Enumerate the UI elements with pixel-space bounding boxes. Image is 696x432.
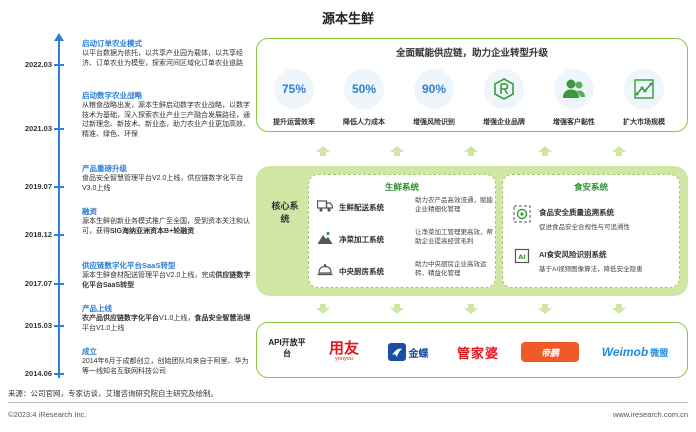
- metric-value: 75%: [274, 69, 314, 109]
- up-arrow-icon: [538, 146, 552, 156]
- core-systems-label: 核心系统: [271, 201, 299, 224]
- metric-label: 增强企业品牌: [483, 119, 525, 126]
- timeline-heading: 产品上线: [82, 304, 112, 313]
- system-description: 促进食品安全合规性与可追溯性: [539, 224, 630, 231]
- system-name: 食品安全质量追溯系统: [539, 208, 614, 217]
- benefits-box: 全面赋能供应链，助力企业转型升级 75% 提升运营效率 50% 降低人力成本 9…: [256, 38, 688, 132]
- system-description: 让净菜加工管理更高效，帮助企业提高经营毛利: [415, 229, 493, 245]
- kingdee-mark-icon: [387, 343, 406, 361]
- metric-value: 50%: [344, 69, 384, 109]
- timeline-heading: 融资: [82, 207, 97, 216]
- metric-label: 增强客户黏性: [553, 119, 595, 126]
- timeline-axis: [58, 40, 60, 378]
- metric-item: 50% 降低人力成本: [333, 69, 395, 127]
- timeline-heading: 产品重磅升级: [82, 164, 127, 173]
- metric-label: 提升运营效率: [273, 119, 315, 126]
- timeline-tick: [54, 64, 64, 66]
- metric-item: 75% 提升运营效率: [263, 69, 325, 127]
- metric-label: 增强风险识别: [413, 119, 455, 126]
- timeline-description: 以平台数据为依托，以共享产业园为载体，以共享经济、订单农业为模型，探索河间区域化…: [82, 50, 243, 67]
- down-arrow-icon: [538, 304, 552, 314]
- growth-chart-icon: [634, 79, 654, 99]
- website-link[interactable]: www.iresearch.com.cn: [612, 410, 688, 419]
- core-systems-box: 核心系统 生鲜系统 生鲜配送系统 助力农产品高效流通，赋能企业精细化管理 净菜加…: [256, 166, 688, 296]
- timeline-heading: 启动订单农业模式: [82, 39, 142, 48]
- users-icon: [563, 79, 585, 98]
- down-arrow-icon: [612, 304, 626, 314]
- up-arrow-icon: [316, 146, 330, 156]
- timeline-tick: [54, 128, 64, 130]
- timeline-description: 从粮食战略出发，源本生鲜启动数字农业战略，以数字技术为基础，深入探索农业产业三产…: [82, 102, 250, 138]
- up-arrow-icon: [612, 146, 626, 156]
- timeline-year: 2015.03: [24, 321, 52, 330]
- timeline-tick: [54, 186, 64, 188]
- timeline-year: 2014.06: [24, 369, 52, 378]
- timeline-tick: [54, 373, 64, 375]
- metric-value: 90%: [414, 69, 454, 109]
- system-row: 中央厨房系统 助力中央厨房企业高效运转、精益化管理: [317, 259, 493, 283]
- processing-mountain-icon: [317, 231, 333, 244]
- metric-item: 扩大市场规模: [613, 69, 675, 127]
- system-description: 助力中央厨房企业高效运转、精益化管理: [415, 261, 487, 277]
- food-safety-panel: 食安系统 食品安全质量追溯系统 促进食品安全合规性与可追溯性 AI AI食安风险…: [502, 174, 680, 288]
- timeline-year: 2018.12: [24, 230, 52, 239]
- fresh-system-panel: 生鲜系统 生鲜配送系统 助力农产品高效流通，赋能企业精细化管理 净菜加工系统 让…: [308, 174, 496, 288]
- fresh-system-title: 生鲜系统: [384, 182, 419, 192]
- timeline-year: 2021.03: [24, 124, 52, 133]
- system-description: 基于AI视频图像算法，降低安全隐患: [539, 266, 643, 273]
- system-row: 净菜加工系统 让净菜加工管理更高效，帮助企业提高经营毛利: [317, 227, 493, 251]
- timeline-year: 2019.07: [24, 182, 52, 191]
- metric-item: 90% 增强风险识别: [403, 69, 465, 127]
- system-name: 净菜加工系统: [339, 235, 384, 244]
- trace-target-icon: [513, 205, 531, 223]
- metric-item: 增强客户黏性: [543, 69, 605, 127]
- page-title: 源本生鲜: [321, 11, 374, 26]
- guanjiapo-logo: 管家婆: [456, 345, 499, 361]
- kingdee-logo: 金蝶: [379, 341, 437, 363]
- down-arrow-icon: [390, 304, 404, 314]
- down-arrow-icon: [464, 304, 478, 314]
- timeline-description: 食品安全智慧管理平台V2.0上线，供应链数字化平台V3.0上线: [82, 175, 244, 192]
- up-arrow-icon: [464, 146, 478, 156]
- timeline-description: 农产品供应链数字化平台V1.0上线，食品安全智慧治理平台V1.0上线: [82, 315, 251, 332]
- delivery-truck-icon: [317, 200, 333, 212]
- metric-item: 增强企业品牌: [473, 69, 535, 127]
- svg-text:AI: AI: [518, 253, 525, 261]
- timeline-tick: [54, 283, 64, 285]
- system-name: AI食安风险识别系统: [539, 250, 607, 259]
- metric-label: 扩大市场规模: [623, 119, 665, 126]
- timeline-year: 2017.07: [24, 279, 52, 288]
- cloche-icon: [317, 264, 333, 276]
- timeline-tick: [54, 325, 64, 327]
- registered-brand-icon: [494, 78, 514, 100]
- timeline-tick: [54, 234, 64, 236]
- system-name: 中央厨房系统: [339, 267, 384, 276]
- system-name: 生鲜配送系统: [339, 203, 384, 212]
- api-platform-label: API开放平台: [268, 338, 306, 358]
- system-description: 助力农产品高效流通，赋能企业精细化管理: [415, 197, 493, 213]
- timeline-heading: 供应链数字化平台SaaS转型: [82, 261, 176, 270]
- timeline-description: 源本生鲜食材配送管理平台V2.0上线，完成供应链数字化平台SaaS转型: [82, 272, 251, 289]
- timeline-description: 源本生鲜创新业务模式推广至全国，受到资本关注和认可，获得SIG海纳亚洲资本B+轮…: [82, 218, 250, 235]
- yonyou-logo: 用友 yonyou: [328, 339, 359, 363]
- food-safety-title: 食安系统: [573, 182, 608, 192]
- ai-chip-icon: AI: [514, 248, 530, 264]
- dibao-logo: 帝鹏: [521, 341, 579, 363]
- copyright: ©2023.4 iResearch Inc.: [8, 410, 87, 419]
- system-row: 生鲜配送系统 助力农产品高效流通，赋能企业精细化管理: [317, 195, 493, 219]
- benefits-title: 全面赋能供应链，助力企业转型升级: [395, 48, 548, 59]
- timeline-arrow: [54, 33, 64, 41]
- footer-divider: [8, 402, 688, 403]
- timeline-heading: 成立: [82, 347, 97, 356]
- timeline-heading: 启动数字农业战略: [82, 91, 142, 100]
- timeline-description: 2014年6月于成都创立，创始团队均来自于阿里、华为等一线知名互联网科技公司: [82, 358, 249, 375]
- source-note: 来源：公司官网，专家访谈，艾瑞咨询研究院自主研究及绘制。: [8, 389, 218, 398]
- metric-label: 降低人力成本: [343, 119, 385, 126]
- up-arrow-icon: [390, 146, 404, 156]
- timeline-year: 2022.03: [24, 60, 52, 69]
- down-arrow-icon: [316, 304, 330, 314]
